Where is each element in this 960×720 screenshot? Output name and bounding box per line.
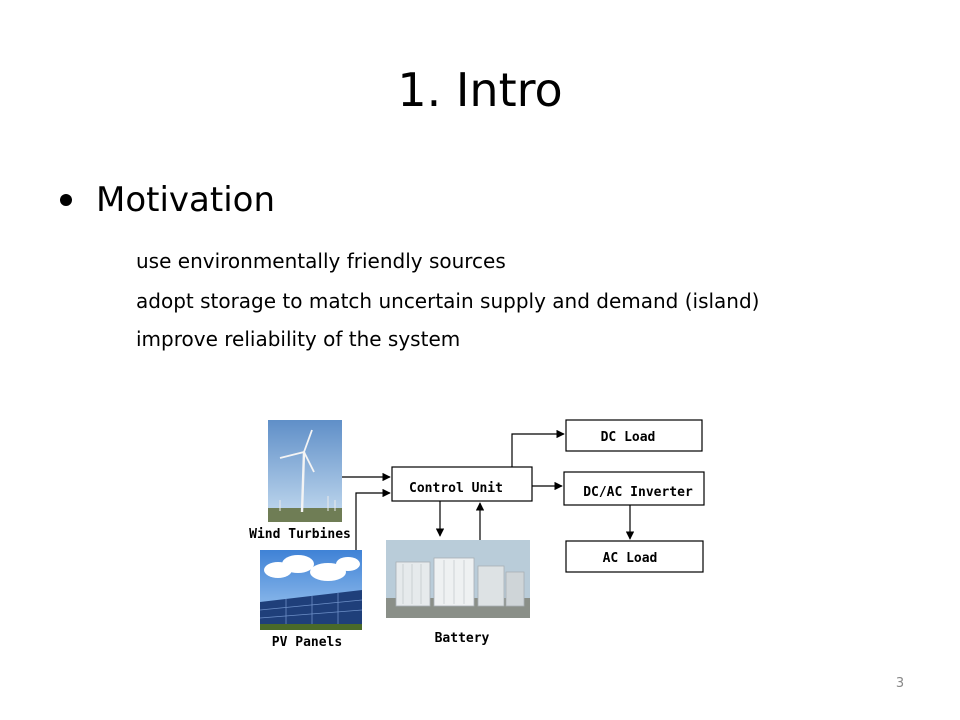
slide-title: 1. Intro <box>397 63 563 117</box>
bullet-motivation: Motivation <box>60 176 275 224</box>
sub-item-1: use environmentally friendly sources <box>136 249 506 273</box>
wind-turbines-label: Wind Turbines <box>249 527 351 542</box>
sub-item-3: improve reliability of the system <box>136 327 461 351</box>
pv-panels-label: PV Panels <box>272 635 342 650</box>
inverter-box <box>563 471 705 506</box>
bullet-dot-icon <box>60 194 72 206</box>
inverter-label: DC/AC Inverter <box>583 485 693 500</box>
battery-label: Battery <box>435 631 490 646</box>
wind-turbine-image <box>268 420 342 522</box>
control-unit-box <box>391 466 533 502</box>
connector-arrows <box>342 429 635 550</box>
page-number: 3 <box>895 676 905 691</box>
sub-item-2: adopt storage to match uncertain supply … <box>136 289 760 313</box>
ac-load-label: AC Load <box>603 551 658 566</box>
control-unit-label: Control Unit <box>409 481 503 496</box>
bullet-label: Motivation <box>96 180 275 220</box>
ac-load-box <box>565 540 704 573</box>
system-diagram: Wind Turbines PV Panels Battery Control … <box>249 419 705 650</box>
pv-panel-image <box>259 550 363 630</box>
dc-load-box <box>565 419 703 452</box>
battery-image <box>386 540 530 618</box>
dc-load-label: DC Load <box>601 430 656 445</box>
